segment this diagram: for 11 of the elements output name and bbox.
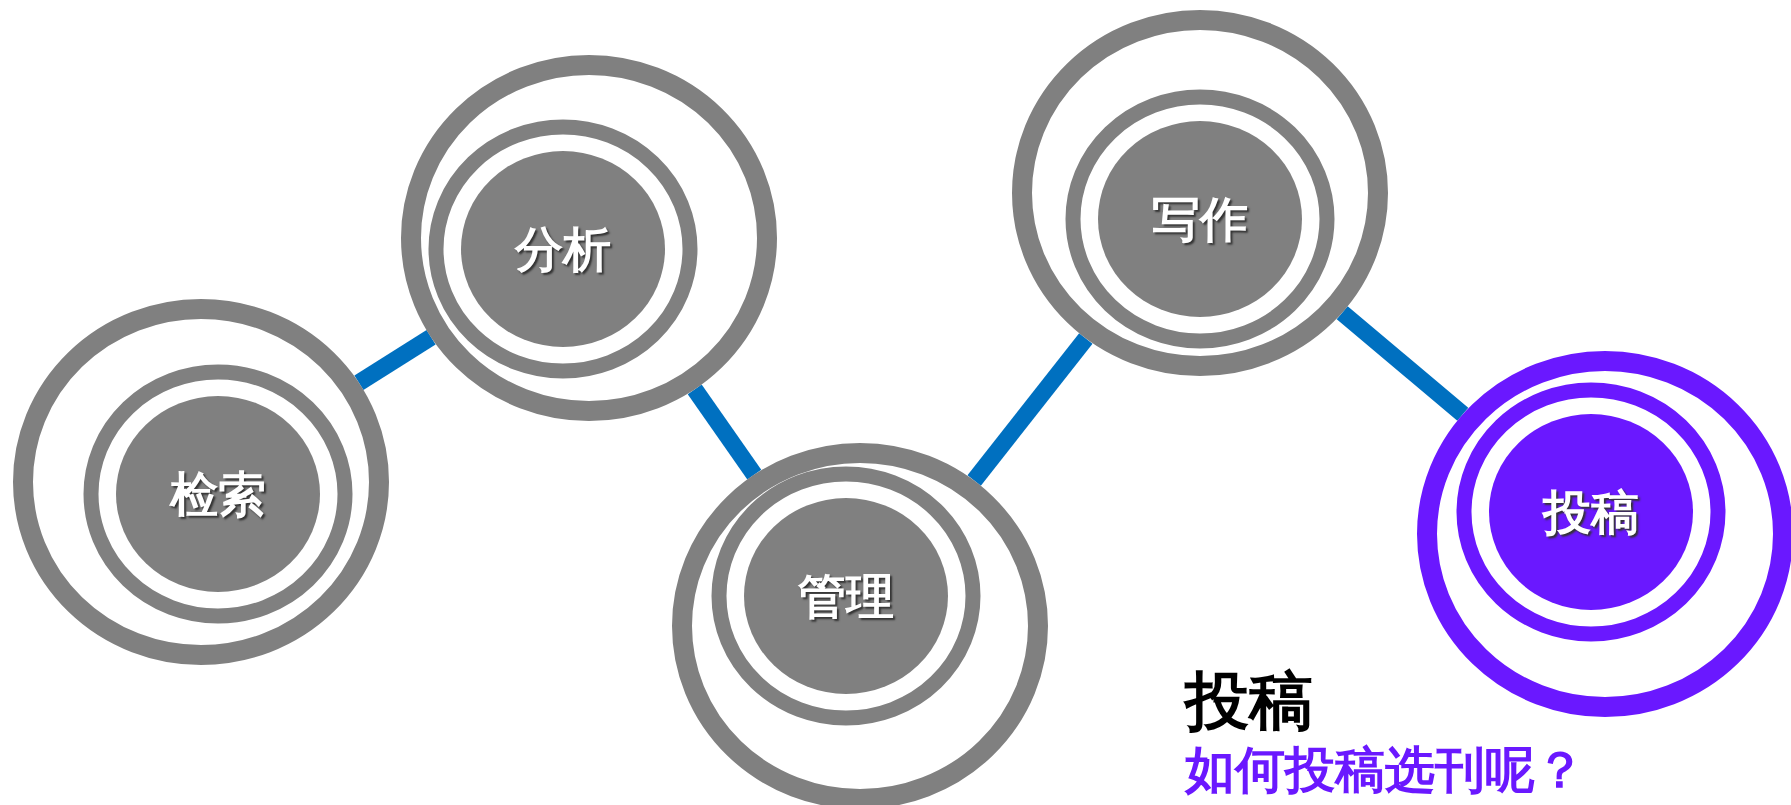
connector-line [1336,306,1469,421]
step-label: 管理 [798,569,894,623]
step-label: 分析 [515,222,611,276]
connector-line [354,330,436,390]
connector-line [967,333,1093,486]
section-heading: 投稿 [1185,665,1313,739]
step-label: 写作 [1152,192,1248,246]
step-label: 投稿 [1543,485,1639,539]
step-label: 检索 [170,467,266,521]
question-text: 如何投稿选刊呢？ [1185,742,1585,800]
connector-line [687,384,762,480]
